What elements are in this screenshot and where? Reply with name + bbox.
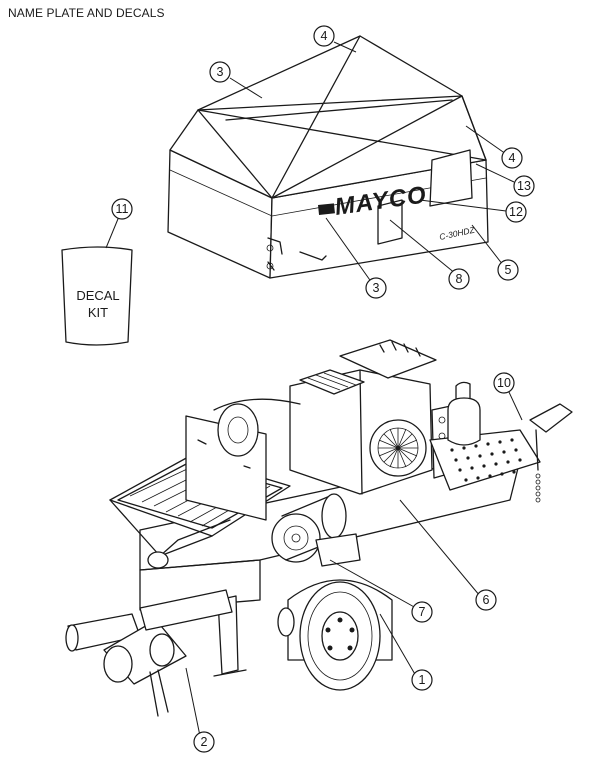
callout-7: 7	[411, 601, 433, 623]
decal-kit-card: DECAL KIT	[61, 246, 133, 346]
svg-text:5: 5	[505, 263, 512, 277]
svg-text:11: 11	[116, 202, 129, 216]
callout-4-side: 4	[501, 147, 523, 169]
svg-text:10: 10	[497, 376, 511, 390]
svg-text:4: 4	[509, 151, 516, 165]
svg-text:7: 7	[419, 605, 426, 619]
callout-12: 12	[505, 201, 527, 223]
svg-text:8: 8	[456, 272, 463, 286]
callout-2: 2	[193, 731, 215, 753]
callout-6: 6	[475, 589, 497, 611]
callout-11: 11	[111, 198, 133, 220]
svg-text:4: 4	[321, 29, 328, 43]
svg-text:1: 1	[419, 673, 426, 687]
svg-text:3: 3	[217, 65, 224, 79]
callout-4-top: 4	[313, 25, 335, 47]
svg-text:13: 13	[517, 179, 531, 193]
svg-text:12: 12	[509, 205, 523, 219]
callout-1: 1	[411, 669, 433, 691]
callout-8: 8	[448, 268, 470, 290]
callout-3-logo: 3	[365, 277, 387, 299]
leader-lines	[105, 41, 523, 737]
callout-5: 5	[497, 259, 519, 281]
callout-13: 13	[513, 175, 535, 197]
svg-text:6: 6	[483, 593, 490, 607]
engine-hood	[167, 35, 489, 279]
page-title: NAME PLATE AND DECALS	[8, 6, 165, 20]
decal-kit-line2: KIT	[88, 305, 108, 320]
pump-assembly	[65, 339, 573, 717]
svg-text:2: 2	[201, 735, 208, 749]
callout-3-top: 3	[209, 61, 231, 83]
svg-text:3: 3	[373, 281, 380, 295]
decal-kit-line1: DECAL	[76, 288, 119, 303]
callout-10: 10	[493, 372, 515, 394]
